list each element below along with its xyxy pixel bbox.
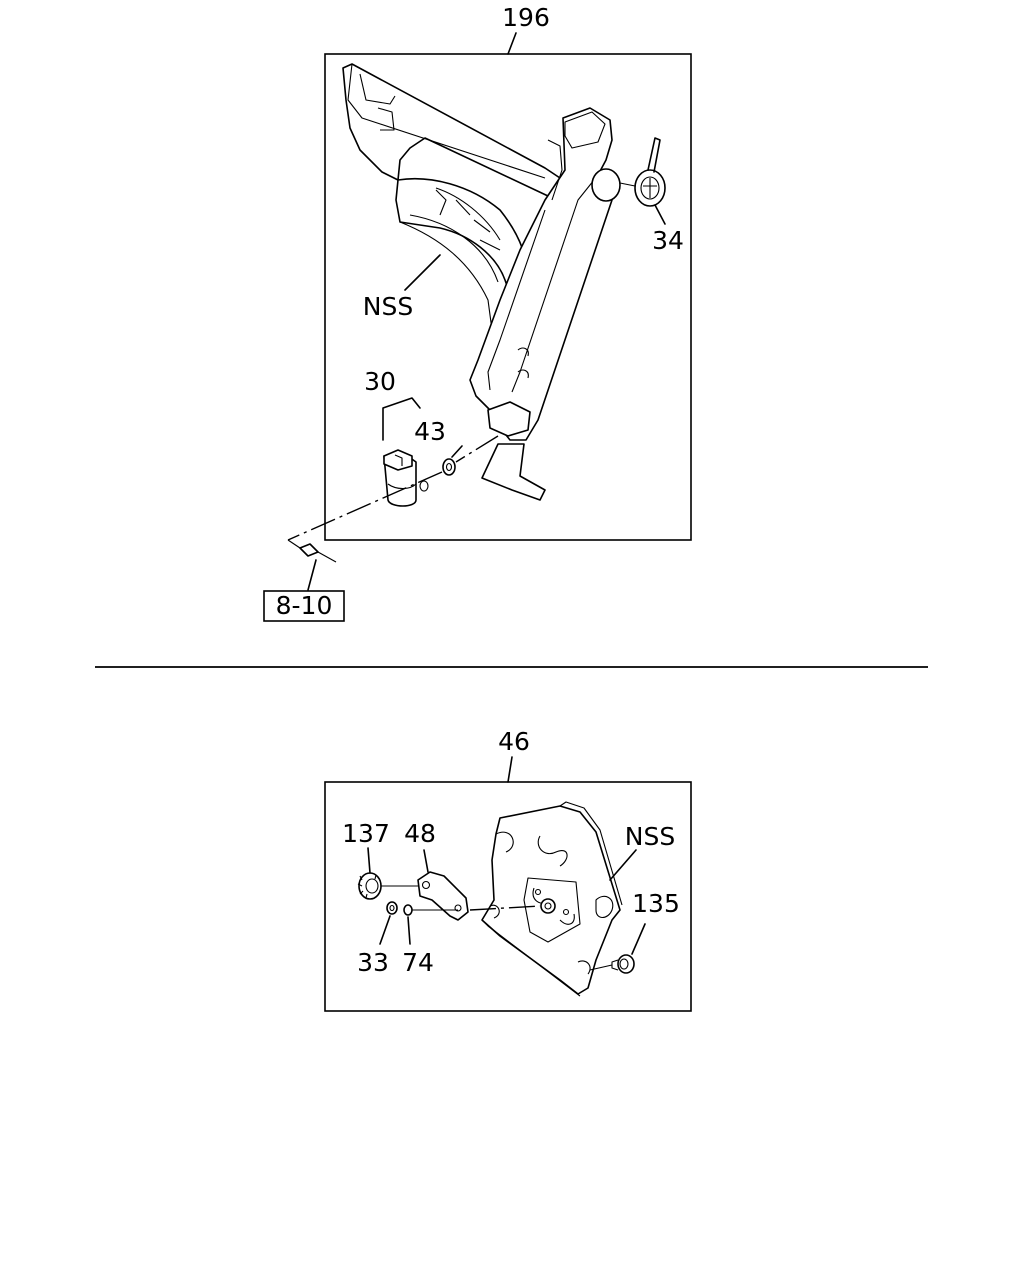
bottom-assembly-frame <box>324 781 692 1012</box>
label-nss-top: NSS <box>363 292 413 321</box>
harness-connector <box>299 543 337 591</box>
callout-196: 196 <box>502 3 550 32</box>
nut <box>442 458 456 476</box>
bracket-housing <box>342 63 613 501</box>
grommet-hole <box>591 168 621 202</box>
callout-46: 46 <box>498 727 530 756</box>
leader-ref <box>307 559 317 591</box>
top-assembly: 196 <box>263 3 692 622</box>
washer-part-74 <box>403 904 413 916</box>
leader-34 <box>654 204 666 225</box>
leader-135 <box>631 923 646 955</box>
cam-arm <box>417 871 469 921</box>
label-135: 135 <box>632 889 680 918</box>
reference-box <box>263 590 345 622</box>
leader-48 <box>423 849 429 873</box>
label-33: 33 <box>357 948 389 977</box>
sensor-part-30 <box>382 397 429 507</box>
leader-30 <box>382 397 421 441</box>
top-assembly-frame <box>324 53 692 541</box>
label-34: 34 <box>652 226 684 255</box>
bracket-foot-tab <box>487 401 531 437</box>
plate-boss <box>540 898 556 914</box>
gear-part-137 <box>357 847 418 900</box>
bottom-assembly: 46 <box>324 727 692 1012</box>
bracket-lower-plate <box>481 443 546 501</box>
label-43: 43 <box>414 417 446 446</box>
label-48: 48 <box>404 819 436 848</box>
grommet-part-34 <box>591 137 666 225</box>
mounting-plate <box>481 801 623 997</box>
leader-33 <box>379 915 391 945</box>
leader-137 <box>367 847 371 874</box>
nut-part-33 <box>386 901 398 915</box>
bottom-centerline <box>469 905 541 911</box>
label-30: 30 <box>364 367 396 396</box>
label-ref-8-10: 8-10 <box>276 591 333 620</box>
sensor-connector <box>383 449 413 471</box>
label-137: 137 <box>342 819 390 848</box>
nut-part-43 <box>442 445 463 476</box>
leader-43 <box>451 445 463 458</box>
leader-nss-bottom <box>609 849 637 881</box>
leader-46 <box>507 756 513 783</box>
leader-74 <box>407 916 411 945</box>
washers-33-74 <box>379 901 458 945</box>
cam-arm-part-48 <box>417 849 469 921</box>
nut-part-135 <box>589 923 646 974</box>
assembly-centerline <box>287 435 499 541</box>
label-74: 74 <box>402 948 434 977</box>
label-nss-bottom: NSS <box>625 822 675 851</box>
housing-top-rail <box>342 63 564 197</box>
leader-196 <box>507 32 517 55</box>
leader-nss-top <box>404 254 441 291</box>
harness-plug <box>299 543 319 557</box>
